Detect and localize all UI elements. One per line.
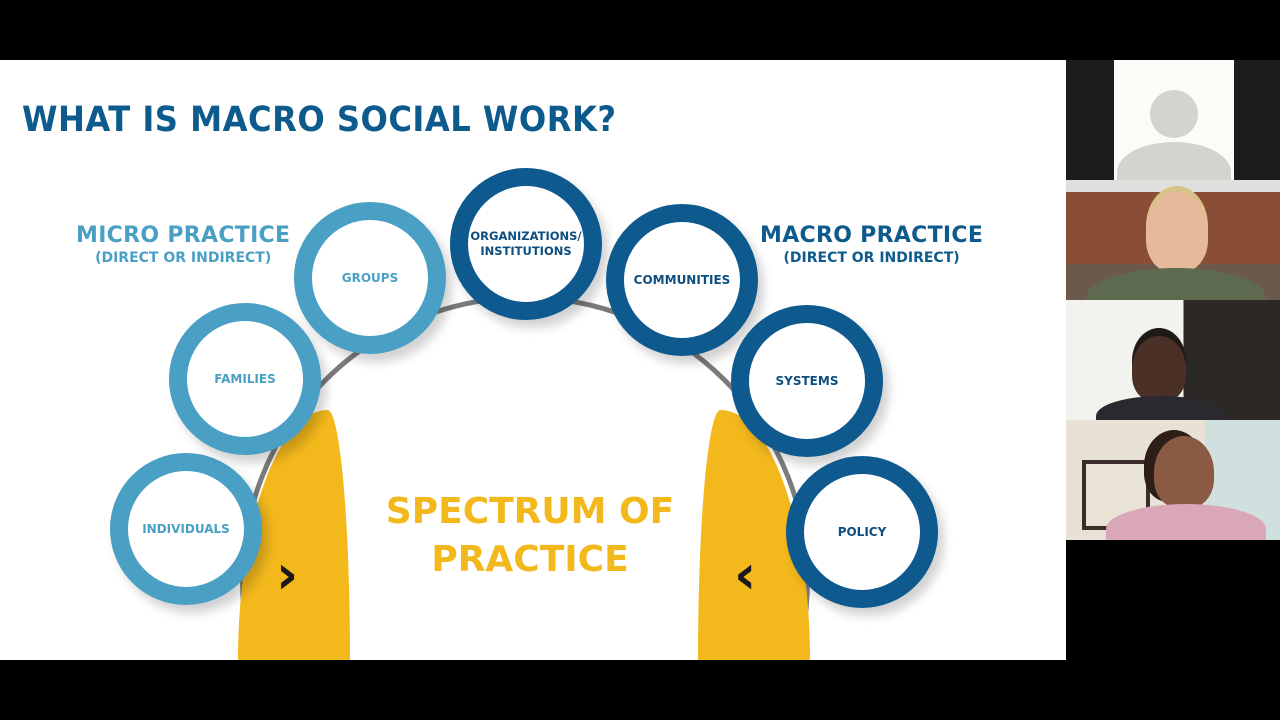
participant-video-face	[1132, 336, 1186, 402]
circle-label: POLICY	[837, 525, 887, 539]
slide-title: WHAT IS MACRO SOCIAL WORK?	[22, 100, 617, 140]
chevron-right-icon: ›	[276, 543, 299, 606]
circle-communities: COMMUNITIES	[606, 204, 758, 356]
participant-tile-3[interactable]	[1066, 300, 1280, 420]
circle-label: ORGANIZATIONS/ INSTITUTIONS	[470, 229, 582, 258]
spectrum-line-1: SPECTRUM OF	[385, 491, 675, 532]
participant-video-body	[1106, 504, 1266, 540]
circle-policy: POLICY	[786, 456, 938, 608]
spectrum-of-practice: SPECTRUM OF PRACTICE	[380, 488, 680, 584]
macro-practice-label: MACRO PRACTICE (DIRECT OR INDIRECT)	[760, 223, 983, 266]
participant-video-face	[1154, 436, 1214, 508]
chevron-left-icon: ‹	[734, 543, 757, 606]
micro-practice-label: MICRO PRACTICE (DIRECT OR INDIRECT)	[76, 223, 290, 266]
circle-label: FAMILIES	[214, 372, 276, 386]
participant-video-face	[1146, 192, 1208, 272]
circle-label: GROUPS	[341, 271, 399, 285]
circle-families: FAMILIES	[169, 303, 321, 455]
macro-practice-heading: MACRO PRACTICE	[760, 223, 984, 248]
user-silhouette-body	[1117, 142, 1231, 180]
shared-slide: WHAT IS MACRO SOCIAL WORK? MICRO PRACTIC…	[0, 60, 1066, 660]
circle-organizations: ORGANIZATIONS/ INSTITUTIONS	[450, 168, 602, 320]
circle-systems: SYSTEMS	[731, 305, 883, 457]
spectrum-line-2: PRACTICE	[431, 539, 629, 580]
participant-video-body	[1096, 396, 1226, 420]
participant-gallery	[1066, 60, 1280, 540]
macro-practice-sub: (DIRECT OR INDIRECT)	[783, 250, 960, 266]
micro-practice-sub: (DIRECT OR INDIRECT)	[95, 250, 272, 266]
circle-label: SYSTEMS	[775, 374, 839, 388]
participant-tile-2[interactable]	[1066, 180, 1280, 300]
circle-label: INDIVIDUALS	[142, 522, 230, 536]
avatar-placeholder	[1114, 60, 1234, 180]
participant-tile-4[interactable]	[1066, 420, 1280, 540]
circle-individuals: INDIVIDUALS	[110, 453, 262, 605]
circle-groups: GROUPS	[294, 202, 446, 354]
participant-tile-1[interactable]	[1066, 60, 1280, 180]
participant-video-body	[1086, 268, 1266, 300]
micro-practice-heading: MICRO PRACTICE	[76, 223, 291, 248]
circle-label: COMMUNITIES	[633, 273, 731, 287]
user-silhouette-icon	[1150, 90, 1198, 138]
